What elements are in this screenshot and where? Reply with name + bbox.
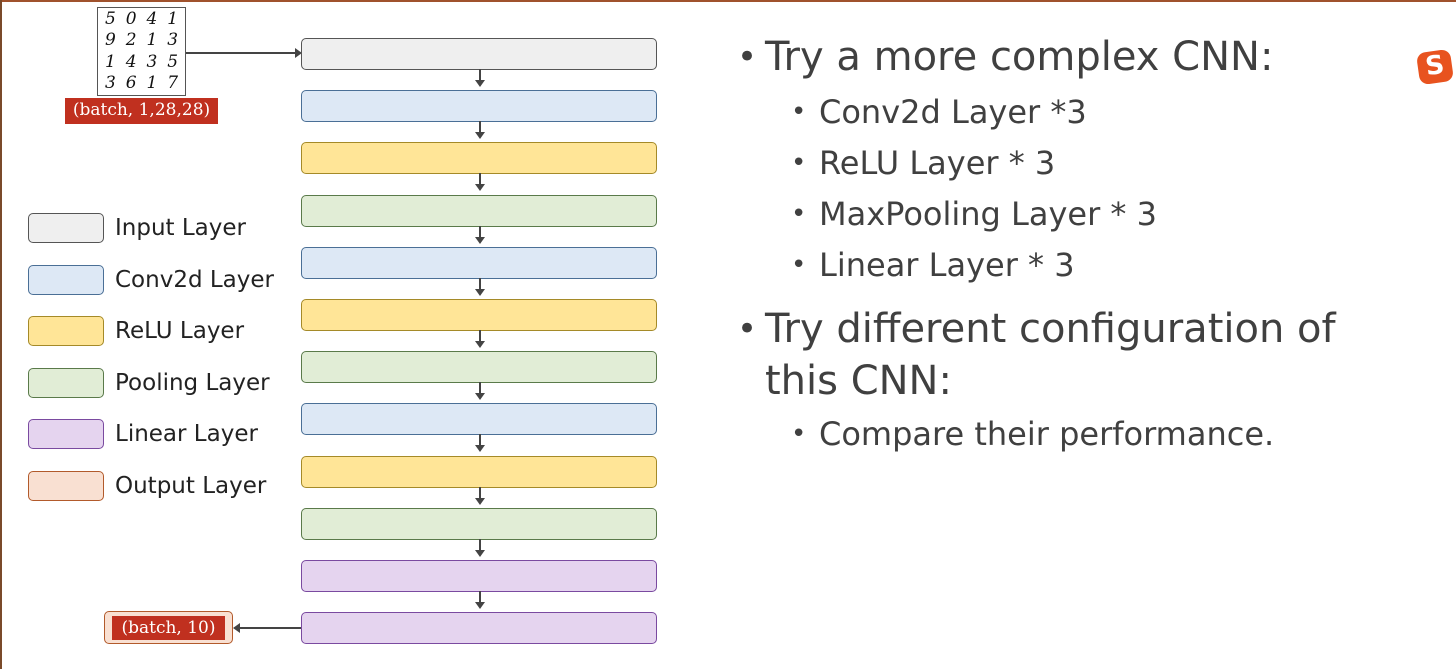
bullet-text: Linear Layer * 3 bbox=[819, 246, 1075, 284]
slide-top-border bbox=[0, 0, 1456, 2]
bullet-text: MaxPooling Layer * 3 bbox=[819, 195, 1157, 233]
linear-legend-label: Linear Layer bbox=[115, 421, 258, 447]
bullet-dot: • bbox=[791, 250, 807, 280]
bullet-sub-4: • Linear Layer * 3 bbox=[791, 245, 1075, 285]
digit-glyph: 5 bbox=[167, 51, 179, 72]
linear-legend-swatch bbox=[28, 419, 104, 449]
output-legend-label: Output Layer bbox=[115, 473, 267, 499]
bullet-sub-3: • MaxPooling Layer * 3 bbox=[791, 194, 1157, 234]
flow-arrow bbox=[475, 173, 485, 191]
flow-arrow bbox=[475, 121, 485, 139]
bullet-text: this CNN: bbox=[765, 358, 952, 404]
digit-glyph: 1 bbox=[146, 72, 158, 93]
flow-arrow bbox=[475, 382, 485, 400]
conv2d-legend-label: Conv2d Layer bbox=[115, 267, 274, 293]
output-arrow bbox=[233, 623, 301, 633]
bullet-sub-5: • Compare their performance. bbox=[791, 414, 1275, 454]
bullet-text: Compare their performance. bbox=[819, 415, 1275, 453]
bullet-main-2-continued: this CNN: bbox=[765, 357, 952, 405]
slide-left-border bbox=[0, 0, 2, 669]
bullet-text: Try different configuration of bbox=[765, 306, 1336, 352]
bullet-dot: • bbox=[737, 309, 758, 349]
linear-layer-block bbox=[301, 612, 657, 644]
conv2d-layer-block bbox=[301, 90, 657, 122]
digit-glyph: 3 bbox=[146, 51, 158, 72]
flow-arrow bbox=[475, 69, 485, 87]
flow-arrow bbox=[475, 278, 485, 296]
sogou-input-logo-icon[interactable]: S bbox=[1415, 48, 1455, 86]
digit-glyph: 5 bbox=[104, 9, 116, 29]
flow-arrow bbox=[475, 539, 485, 557]
digit-glyph: 6 bbox=[125, 72, 137, 93]
conv2d-layer-block bbox=[301, 247, 657, 279]
flow-arrow bbox=[475, 487, 485, 505]
linear-layer-block bbox=[301, 560, 657, 592]
output-shape-label: (batch, 10) bbox=[112, 616, 225, 640]
bullet-text: ReLU Layer * 3 bbox=[819, 144, 1056, 182]
relu-layer-block bbox=[301, 456, 657, 488]
input-arrow bbox=[186, 48, 302, 58]
pooling-layer-block bbox=[301, 195, 657, 227]
conv2d-layer-block bbox=[301, 403, 657, 435]
pooling-layer-block bbox=[301, 508, 657, 540]
bullet-dot: • bbox=[737, 37, 758, 77]
bullet-main-2: •Try different configuration of bbox=[737, 305, 1336, 353]
bullet-text: Conv2d Layer *3 bbox=[819, 93, 1087, 131]
flow-arrow bbox=[475, 330, 485, 348]
bullet-main-1: •Try a more complex CNN: bbox=[737, 33, 1274, 81]
bullet-dot: • bbox=[791, 199, 807, 229]
digit-glyph: 3 bbox=[167, 30, 179, 51]
relu-legend-label: ReLU Layer bbox=[115, 318, 245, 344]
bullet-sub-2: • ReLU Layer * 3 bbox=[791, 143, 1056, 183]
output-legend-swatch bbox=[28, 471, 104, 501]
input-legend-swatch bbox=[28, 213, 104, 243]
relu-layer-block bbox=[301, 142, 657, 174]
digit-glyph: 1 bbox=[146, 30, 158, 51]
digit-glyph: 4 bbox=[125, 51, 137, 72]
flow-arrow bbox=[475, 591, 485, 609]
input-legend-label: Input Layer bbox=[115, 215, 246, 241]
bullet-dot: • bbox=[791, 419, 807, 449]
digit-glyph: 1 bbox=[104, 51, 116, 72]
conv2d-legend-swatch bbox=[28, 265, 104, 295]
digit-glyph: 1 bbox=[167, 9, 179, 29]
input-shape-label: (batch, 1,28,28) bbox=[65, 98, 218, 124]
flow-arrow bbox=[475, 226, 485, 244]
digit-glyph: 4 bbox=[146, 9, 158, 29]
bullet-sub-1: • Conv2d Layer *3 bbox=[791, 92, 1087, 132]
bullet-dot: • bbox=[791, 148, 807, 178]
bullet-dot: • bbox=[791, 97, 807, 127]
relu-legend-swatch bbox=[28, 316, 104, 346]
pooling-legend-swatch bbox=[28, 368, 104, 398]
input-layer-block bbox=[301, 38, 657, 70]
digit-glyph: 3 bbox=[104, 72, 116, 93]
pooling-layer-block bbox=[301, 351, 657, 383]
digit-glyph: 7 bbox=[167, 72, 179, 93]
digit-glyph: 9 bbox=[104, 30, 116, 51]
relu-layer-block bbox=[301, 299, 657, 331]
digit-glyph: 0 bbox=[125, 9, 137, 29]
digit-glyph: 2 bbox=[125, 30, 137, 51]
pooling-legend-label: Pooling Layer bbox=[115, 370, 270, 396]
bullet-text: Try a more complex CNN: bbox=[765, 34, 1274, 80]
flow-arrow bbox=[475, 434, 485, 452]
